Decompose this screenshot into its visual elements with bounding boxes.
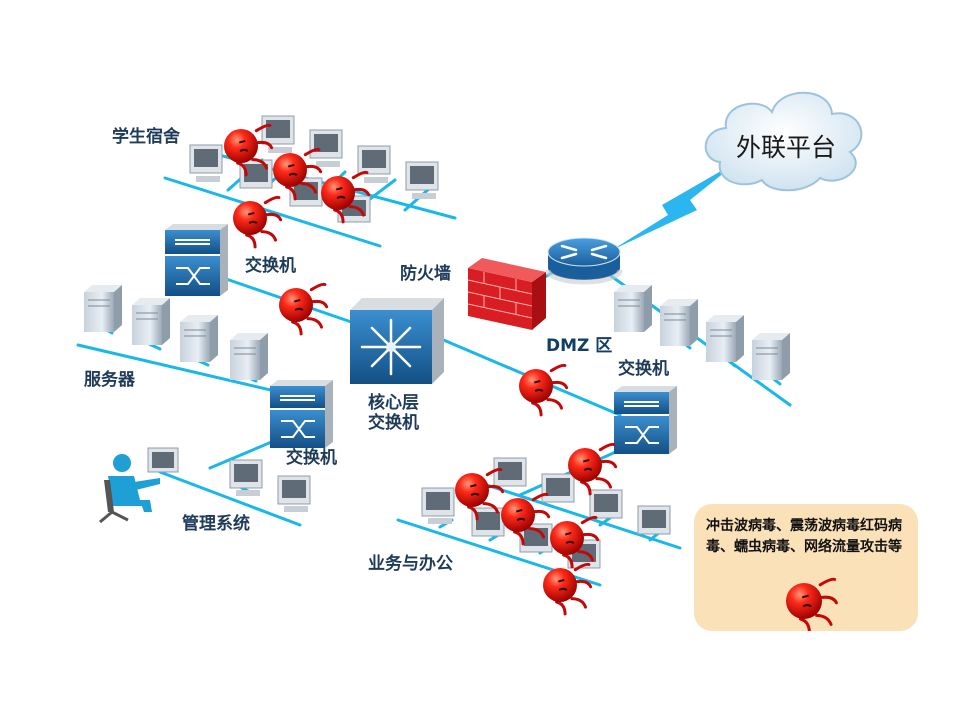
label-dormitory: 学生宿舍	[112, 127, 180, 147]
label-servers: 服务器	[84, 370, 135, 390]
computer-icon	[277, 475, 311, 512]
virus-icon	[543, 562, 593, 616]
server-icon	[614, 285, 652, 332]
virus-icon	[233, 195, 283, 249]
virus-icon	[501, 492, 551, 546]
virus-icon	[321, 170, 371, 224]
server-icon	[84, 285, 122, 332]
computer-icon	[189, 144, 223, 182]
computer-icon	[405, 161, 439, 199]
computer-icon	[421, 487, 455, 524]
router-icon	[545, 237, 623, 285]
cloud-icon	[704, 91, 863, 192]
label-management: 管理系统	[182, 514, 250, 534]
legend-virus-svg	[786, 577, 838, 631]
virus-icon	[273, 147, 323, 201]
label-core-switch-line2: 交换机	[368, 413, 419, 434]
legend-text: 冲击波病毒、震荡波病毒红码病毒、蠕虫病毒、网络流量攻击等	[706, 518, 902, 555]
virus-icon	[455, 467, 505, 521]
virus-icon	[279, 282, 329, 336]
computer-icon	[541, 473, 575, 503]
server-icon	[230, 333, 268, 380]
server-icon	[180, 315, 218, 362]
switch-icon	[165, 224, 228, 296]
label-core-switch-line1: 核心层	[368, 393, 419, 413]
computer-icon	[493, 457, 527, 487]
computer-icon	[357, 145, 391, 183]
computer-icon	[261, 115, 295, 153]
virus-icon	[786, 577, 838, 631]
server-icon	[752, 333, 790, 380]
lightning-icon	[612, 160, 740, 250]
label-business: 业务与办公	[368, 554, 453, 574]
label-firewall: 防火墙	[400, 264, 451, 284]
core-switch-icon	[350, 298, 444, 384]
admin-user-icon	[99, 447, 179, 524]
label-dmz: DMZ 区	[546, 336, 613, 356]
virus-icon	[550, 515, 600, 569]
firewall-icon	[467, 258, 546, 330]
switch-icon	[614, 386, 677, 454]
label-core-switch: 核心层 交换机	[368, 393, 419, 434]
legend-box: 冲击波病毒、震荡波病毒红码病毒、蠕虫病毒、网络流量攻击等	[694, 504, 918, 631]
computer-icon	[229, 459, 263, 496]
switch-icon	[270, 380, 333, 448]
label-switch-top: 交换机	[245, 256, 296, 276]
server-icon	[132, 298, 170, 345]
server-icon	[660, 299, 698, 346]
label-external-platform: 外联平台	[736, 133, 837, 162]
virus-group	[224, 123, 618, 616]
server-icon	[706, 315, 744, 362]
virus-icon	[519, 363, 569, 417]
virus-icon	[786, 577, 838, 631]
virus-icon	[568, 442, 618, 496]
computer-icon	[309, 129, 343, 167]
virus-icon	[224, 123, 274, 177]
computer-icon	[637, 505, 671, 535]
label-switch-bottom: 交换机	[286, 448, 337, 468]
label-switch-right: 交换机	[618, 359, 669, 379]
computer-icon	[589, 489, 623, 519]
